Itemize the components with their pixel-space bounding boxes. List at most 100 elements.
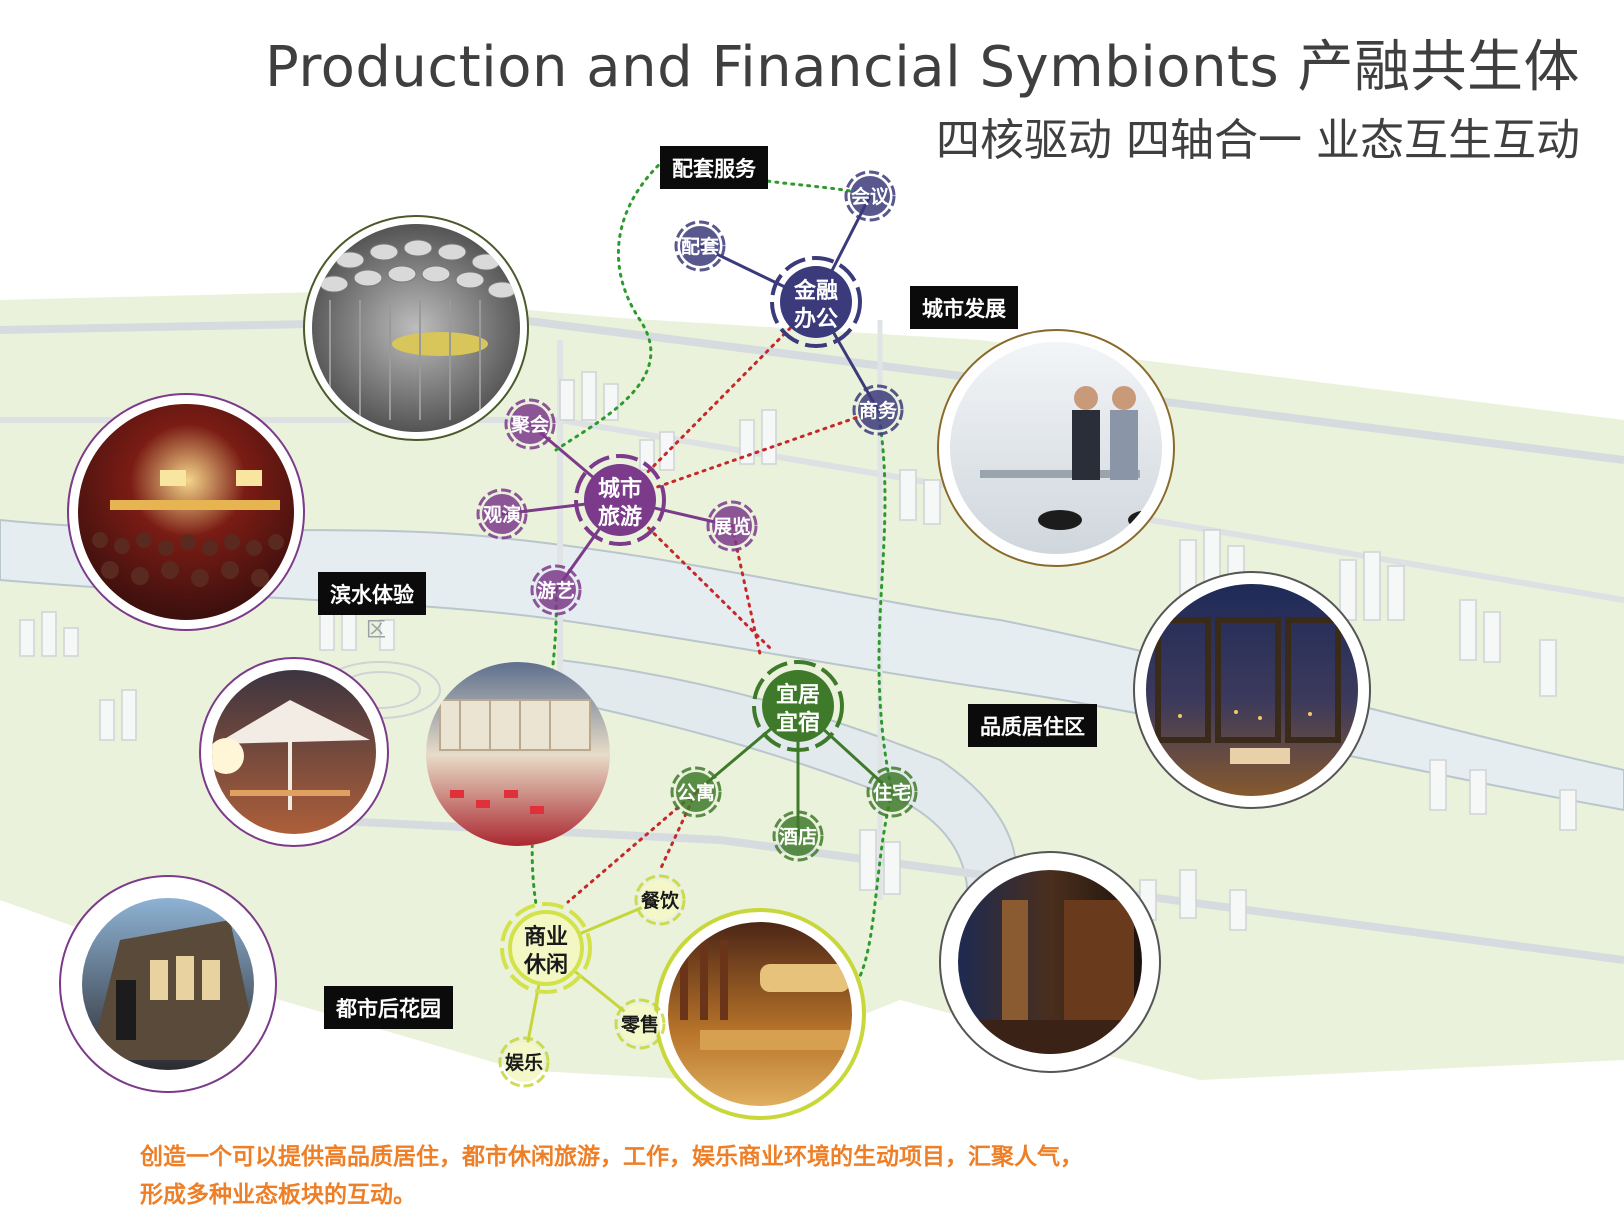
node-zhuzhai: 住宅 (866, 766, 918, 818)
hub-living: 宜居 宜宿 (752, 660, 844, 752)
handshake-photo-icon (937, 329, 1175, 567)
node-zhanlan-core (712, 506, 752, 546)
node-juhui-core (510, 404, 550, 444)
node-canyin: 餐饮 (634, 874, 686, 926)
node-yule-ring (498, 1036, 550, 1088)
hotel-room-photo-icon (1133, 571, 1371, 809)
node-peitao: 配套 (674, 220, 726, 272)
node-peitao-ring (674, 220, 726, 272)
node-shangwu: 商务 (852, 384, 904, 436)
node-gongyu-ring (670, 766, 722, 818)
node-gongyu-core (676, 772, 716, 812)
umbrella-patio-photo-icon (199, 657, 389, 847)
storefront-photo-icon (59, 875, 277, 1093)
hub-tourism: 城市 旅游 (574, 454, 666, 546)
node-huiyi: 会议 (844, 170, 896, 222)
hub-finance-core (780, 266, 852, 338)
node-zhanlan: 展览 (706, 500, 758, 552)
page-title: Production and Financial Symbionts 产融共生体 (265, 35, 1580, 100)
node-gongyu: 公寓 (670, 766, 722, 818)
node-jiudian-ring (772, 810, 824, 862)
caption: 创造一个可以提供高品质居住，都市休闲旅游，工作，娱乐商业环境的生动项目，汇聚人气… (140, 1138, 1260, 1214)
node-youyi: 游艺 (530, 564, 582, 616)
node-canyin-core (640, 880, 680, 920)
node-huiyi-core (850, 176, 890, 216)
label-chengshi-fazhan: 城市发展 (910, 286, 1018, 329)
hub-finance-line2: 办公 (794, 307, 838, 332)
link-shangwu-zhuzhai (876, 408, 894, 794)
node-zhuzhai-ring (866, 766, 918, 818)
node-zhanlan-label: 展览 (713, 515, 751, 538)
caption-line-2: 形成多种业态板块的互动。 (140, 1182, 416, 1208)
node-youyi-label: 游艺 (537, 579, 575, 602)
label-dushi-houhuayuan: 都市后花园 (324, 986, 453, 1029)
node-guanyan-ring (476, 488, 528, 540)
label-binshui-tiyan: 滨水体验 (318, 572, 426, 615)
node-zhuzhai-core (872, 772, 912, 812)
node-yule-core (504, 1042, 544, 1082)
link-service-loop-left (554, 158, 666, 452)
node-yule-label: 娱乐 (505, 1051, 543, 1074)
node-shangwu-label: 商务 (859, 399, 898, 422)
caption-line-1: 创造一个可以提供高品质居住，都市休闲旅游，工作，娱乐商业环境的生动项目，汇聚人气… (140, 1144, 1083, 1170)
node-guanyan-core (482, 494, 522, 534)
node-guanyan: 观演 (476, 488, 528, 540)
node-lingshou-core (620, 1004, 660, 1044)
link-tourism-finance (618, 300, 818, 502)
node-canyin-label: 餐饮 (641, 889, 680, 912)
node-guanyan-label: 观演 (483, 503, 521, 526)
node-youyi-core (536, 570, 576, 610)
node-lingshou-ring (614, 998, 666, 1050)
node-jiudian-core (778, 816, 818, 856)
hub-living-core (762, 670, 834, 742)
hub-tourism-line2: 旅游 (598, 504, 642, 530)
node-juhui-ring (504, 398, 556, 450)
node-jiudian: 酒店 (772, 810, 824, 862)
node-zhanlan-ring (706, 500, 758, 552)
hub-living-line2: 宜宿 (776, 710, 820, 736)
photo-circles (59, 215, 1371, 1120)
hub-commerce-line2: 休闲 (523, 953, 568, 978)
node-yule: 娱乐 (498, 1036, 550, 1088)
hub-tourism-core (584, 464, 656, 536)
node-lingshou: 零售 (614, 998, 666, 1050)
hub-finance-line1: 金融 (793, 278, 838, 304)
node-jiudian-label: 酒店 (779, 825, 817, 848)
page-subtitle: 四核驱动 四轴合一 业态互生互动 (936, 115, 1580, 166)
map-fragment-qu: 区 (366, 617, 386, 641)
node-juhui: 聚会 (504, 398, 556, 450)
label-pinzhi-juzhuqu: 品质居住区 (968, 704, 1097, 747)
hub-commerce: 商业 休闲 (500, 902, 592, 994)
link-gongyu-canyin (658, 790, 698, 872)
node-peitao-label: 配套 (681, 235, 720, 258)
node-layer: 金融 办公 城市 旅游 宜居 宜宿 商业 休闲 会议 配套 商务 聚会 观演 展… (476, 170, 918, 1088)
hub-tourism-line1: 城市 (598, 476, 642, 502)
node-shangwu-core (858, 390, 898, 430)
node-lingshou-label: 零售 (620, 1013, 659, 1036)
lobby-photo-icon (939, 851, 1161, 1073)
lamps-photo-icon (303, 215, 529, 441)
node-gongyu-label: 公寓 (677, 781, 715, 804)
hub-living-ring (752, 660, 844, 752)
node-juhui-label: 聚会 (510, 413, 549, 436)
concert-photo-icon (67, 393, 305, 631)
hub-commerce-ring (500, 902, 592, 994)
label-peitao-fuwu: 配套服务 (660, 146, 768, 189)
link-zhanlan-living (730, 524, 762, 656)
node-zhuzhai-label: 住宅 (873, 781, 911, 804)
node-peitao-core (680, 226, 720, 266)
hub-commerce-line1: 商业 (524, 924, 568, 950)
node-canyin-ring (634, 874, 686, 926)
hub-commerce-core (508, 910, 584, 986)
node-huiyi-label: 会议 (851, 185, 890, 208)
node-huiyi-ring (844, 170, 896, 222)
hub-finance-ring (770, 256, 862, 348)
bookshop-photo-icon (654, 908, 866, 1120)
hub-living-line1: 宜居 (776, 682, 820, 708)
hub-finance: 金融 办公 (770, 256, 862, 348)
node-shangwu-ring (852, 384, 904, 436)
hub-tourism-ring (574, 454, 666, 546)
link-tourism-shangwu (618, 408, 880, 502)
rooftop-photo-icon (426, 662, 610, 846)
